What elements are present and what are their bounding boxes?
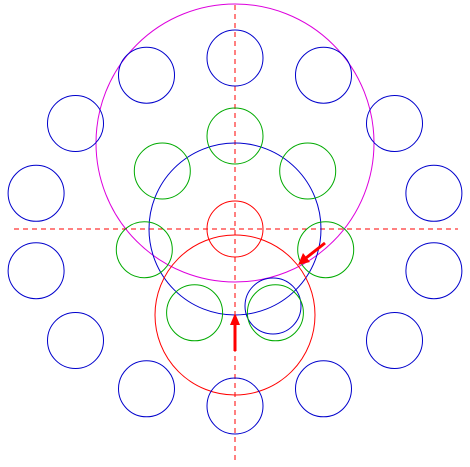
outer-blue-hole: [206, 377, 264, 435]
outer-blue-hole: [405, 164, 463, 222]
outer-blue-hole: [118, 360, 175, 418]
outer-blue-hole: [295, 46, 352, 104]
green-hole: [166, 284, 224, 342]
green-hole: [246, 284, 304, 342]
outer-blue-hole: [405, 242, 463, 300]
green-hole: [279, 142, 337, 200]
outer-blue-hole: [366, 312, 423, 369]
outer-blue-hole: [118, 46, 175, 104]
green-hole: [297, 221, 355, 279]
green-hole-group: [115, 107, 355, 342]
outer-blue-hole-group: [7, 29, 463, 435]
blue-offset-circle: [244, 277, 302, 335]
red-center-circle: [206, 200, 264, 258]
outer-blue-hole: [366, 95, 423, 152]
outer-blue-hole: [7, 164, 65, 222]
green-hole: [133, 142, 191, 200]
red-large-circle: [154, 234, 316, 396]
outer-blue-hole: [206, 29, 264, 87]
green-hole: [115, 221, 173, 279]
vertical-arrow: [230, 313, 240, 351]
outer-blue-hole: [7, 242, 65, 300]
diagonal-arrow: [298, 241, 326, 265]
outer-blue-hole: [47, 95, 104, 152]
outer-blue-hole: [47, 312, 104, 369]
outer-blue-hole: [295, 360, 352, 418]
green-hole: [206, 107, 264, 165]
